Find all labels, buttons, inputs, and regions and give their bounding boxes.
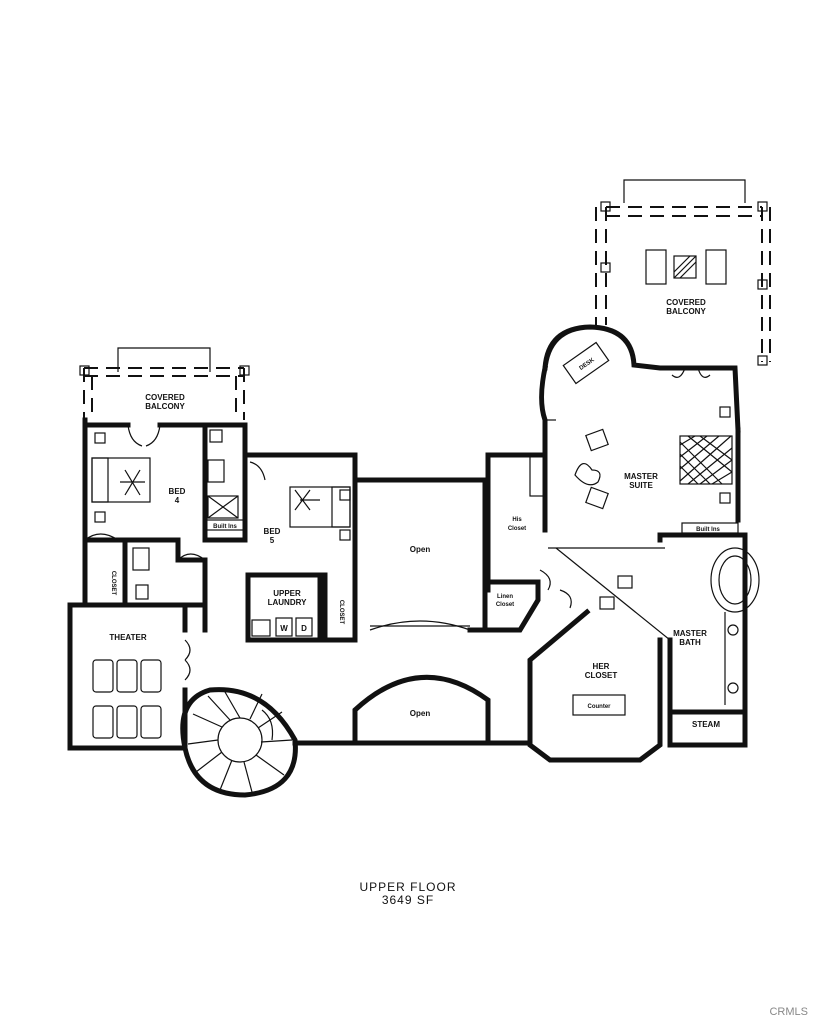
open-lower: Open bbox=[292, 674, 533, 746]
desk: DESK bbox=[562, 341, 610, 385]
built-ins-left-label: Built Ins bbox=[213, 524, 237, 530]
bed5-label-2: 5 bbox=[270, 536, 275, 545]
open-upper: Open bbox=[352, 457, 488, 638]
hallway bbox=[175, 537, 208, 681]
counter-label: Counter bbox=[588, 704, 612, 710]
master-suite-label-1: MASTER bbox=[624, 472, 658, 481]
her-closet-label-2: CLOSET bbox=[585, 671, 618, 680]
bed-5: BED 5 CLOSET bbox=[242, 452, 358, 643]
master-bath-label-2: BATH bbox=[679, 638, 701, 647]
his-closet-label-2: Closet bbox=[508, 526, 526, 532]
linen-label-1: Linen bbox=[497, 594, 513, 600]
built-ins-right-label: Built Ins bbox=[696, 527, 720, 533]
dryer-label: D bbox=[301, 624, 307, 633]
theater: THEATER bbox=[67, 602, 188, 751]
master-suite-label-2: SUITE bbox=[629, 481, 653, 490]
bed5-label-1: BED bbox=[264, 527, 281, 536]
washer-label: W bbox=[280, 624, 288, 633]
master-bath: MASTER BATH STEAM bbox=[548, 532, 760, 748]
her-closet: Counter HER CLOSET bbox=[527, 608, 663, 763]
upper-laundry-label-1: UPPER bbox=[273, 589, 301, 598]
bed-4: BED 4 CLOSET bbox=[82, 417, 248, 608]
master-bath-label-1: MASTER bbox=[673, 629, 707, 638]
spiral-staircase bbox=[180, 687, 298, 798]
open-lower-label: Open bbox=[410, 709, 431, 718]
linen-label-2: Closet bbox=[496, 602, 514, 608]
his-closet-label-1: His bbox=[512, 517, 522, 523]
right-balcony-label-1: COVERED bbox=[666, 298, 706, 307]
floor-area: 3649 SF bbox=[381, 893, 435, 907]
theater-seats bbox=[92, 659, 162, 739]
linen-closet: Linen Closet bbox=[485, 569, 572, 633]
upper-laundry-label-2: LAUNDRY bbox=[268, 598, 307, 607]
left-balcony-label-1: COVERED bbox=[145, 393, 185, 402]
fireplace bbox=[679, 435, 733, 485]
bed4-label-2: 4 bbox=[175, 496, 180, 505]
desk-label: DESK bbox=[579, 357, 597, 372]
bed4-label-1: BED bbox=[169, 487, 186, 496]
steam-label: STEAM bbox=[692, 720, 720, 729]
laundry-closet-label: CLOSET bbox=[338, 600, 344, 625]
open-upper-label: Open bbox=[410, 545, 431, 554]
right-balcony-label-2: BALCONY bbox=[666, 307, 706, 316]
right-covered-balcony: COVERED BALCONY bbox=[595, 179, 771, 366]
her-closet-label-1: HER bbox=[593, 662, 610, 671]
left-balcony-label-2: BALCONY bbox=[145, 402, 185, 411]
left-covered-balcony: COVERED BALCONY bbox=[79, 347, 250, 420]
master-suite-area: DESK MASTER SUITE Built Ins bbox=[539, 324, 741, 534]
watermark: CRMLS bbox=[769, 1006, 808, 1018]
floor-title: UPPER FLOOR bbox=[359, 880, 457, 894]
theater-label: THEATER bbox=[109, 633, 146, 642]
upper-laundry: W D UPPER LAUNDRY bbox=[245, 572, 323, 643]
bed4-closet-label: CLOSET bbox=[110, 571, 116, 596]
bath-4-5: Built Ins bbox=[202, 422, 248, 543]
his-closet: His Closet bbox=[485, 452, 548, 593]
